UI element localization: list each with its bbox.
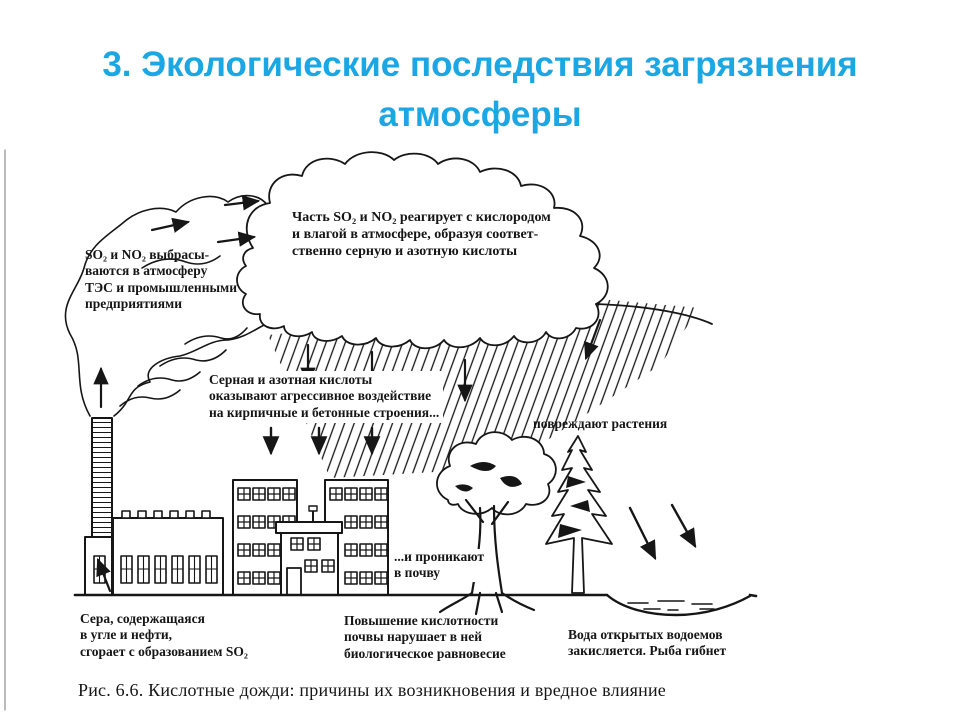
- label-damage-plants: повреждают растения: [533, 416, 668, 431]
- label-acids-on-buildings: Серная и азотная кислоты оказывают агрес…: [209, 371, 444, 424]
- label-water-acidifies: Вода открытых водоемов закисляется. Рыба…: [568, 627, 727, 659]
- figure-caption: Рис. 6.6. Кислотные дожди: причины их во…: [78, 680, 666, 700]
- label-soil-acidity: Повышение кислотности почвы нарушает в н…: [344, 613, 506, 661]
- cloud-shape: [236, 151, 713, 350]
- acid-on-buildings-arrows: [262, 426, 381, 456]
- ground-line: [73, 593, 758, 598]
- building-door: [286, 567, 302, 596]
- smoke-plume: [64, 194, 297, 417]
- tree-spruce: [545, 435, 613, 594]
- city-buildings: [232, 479, 389, 596]
- label-emissions: SO₂ и NO₂ выбрасы- ваются в атмосферу ТЭ…: [85, 247, 237, 312]
- pond-arrows: [628, 503, 697, 561]
- slide-title: 3. Экологические последствия загрязнения…: [102, 45, 858, 134]
- tree-deciduous: [436, 431, 557, 616]
- acid-rain-diagram: [4, 149, 758, 711]
- fuel-to-chimney-arrow: [96, 557, 112, 593]
- label-penetrate-soil: ...и проникают в почву: [394, 549, 486, 582]
- water-lines: [627, 600, 715, 611]
- label-sulfur-in-fuel: Сера, содержащаяся в угле и нефти, сгора…: [80, 611, 248, 659]
- label-cloud-reaction: Часть SO₂ и NO₂ реагирует с кислородом и…: [292, 210, 551, 260]
- emission-arrows: [93, 195, 261, 409]
- factory-illustration: [84, 417, 224, 596]
- pond: [605, 593, 752, 617]
